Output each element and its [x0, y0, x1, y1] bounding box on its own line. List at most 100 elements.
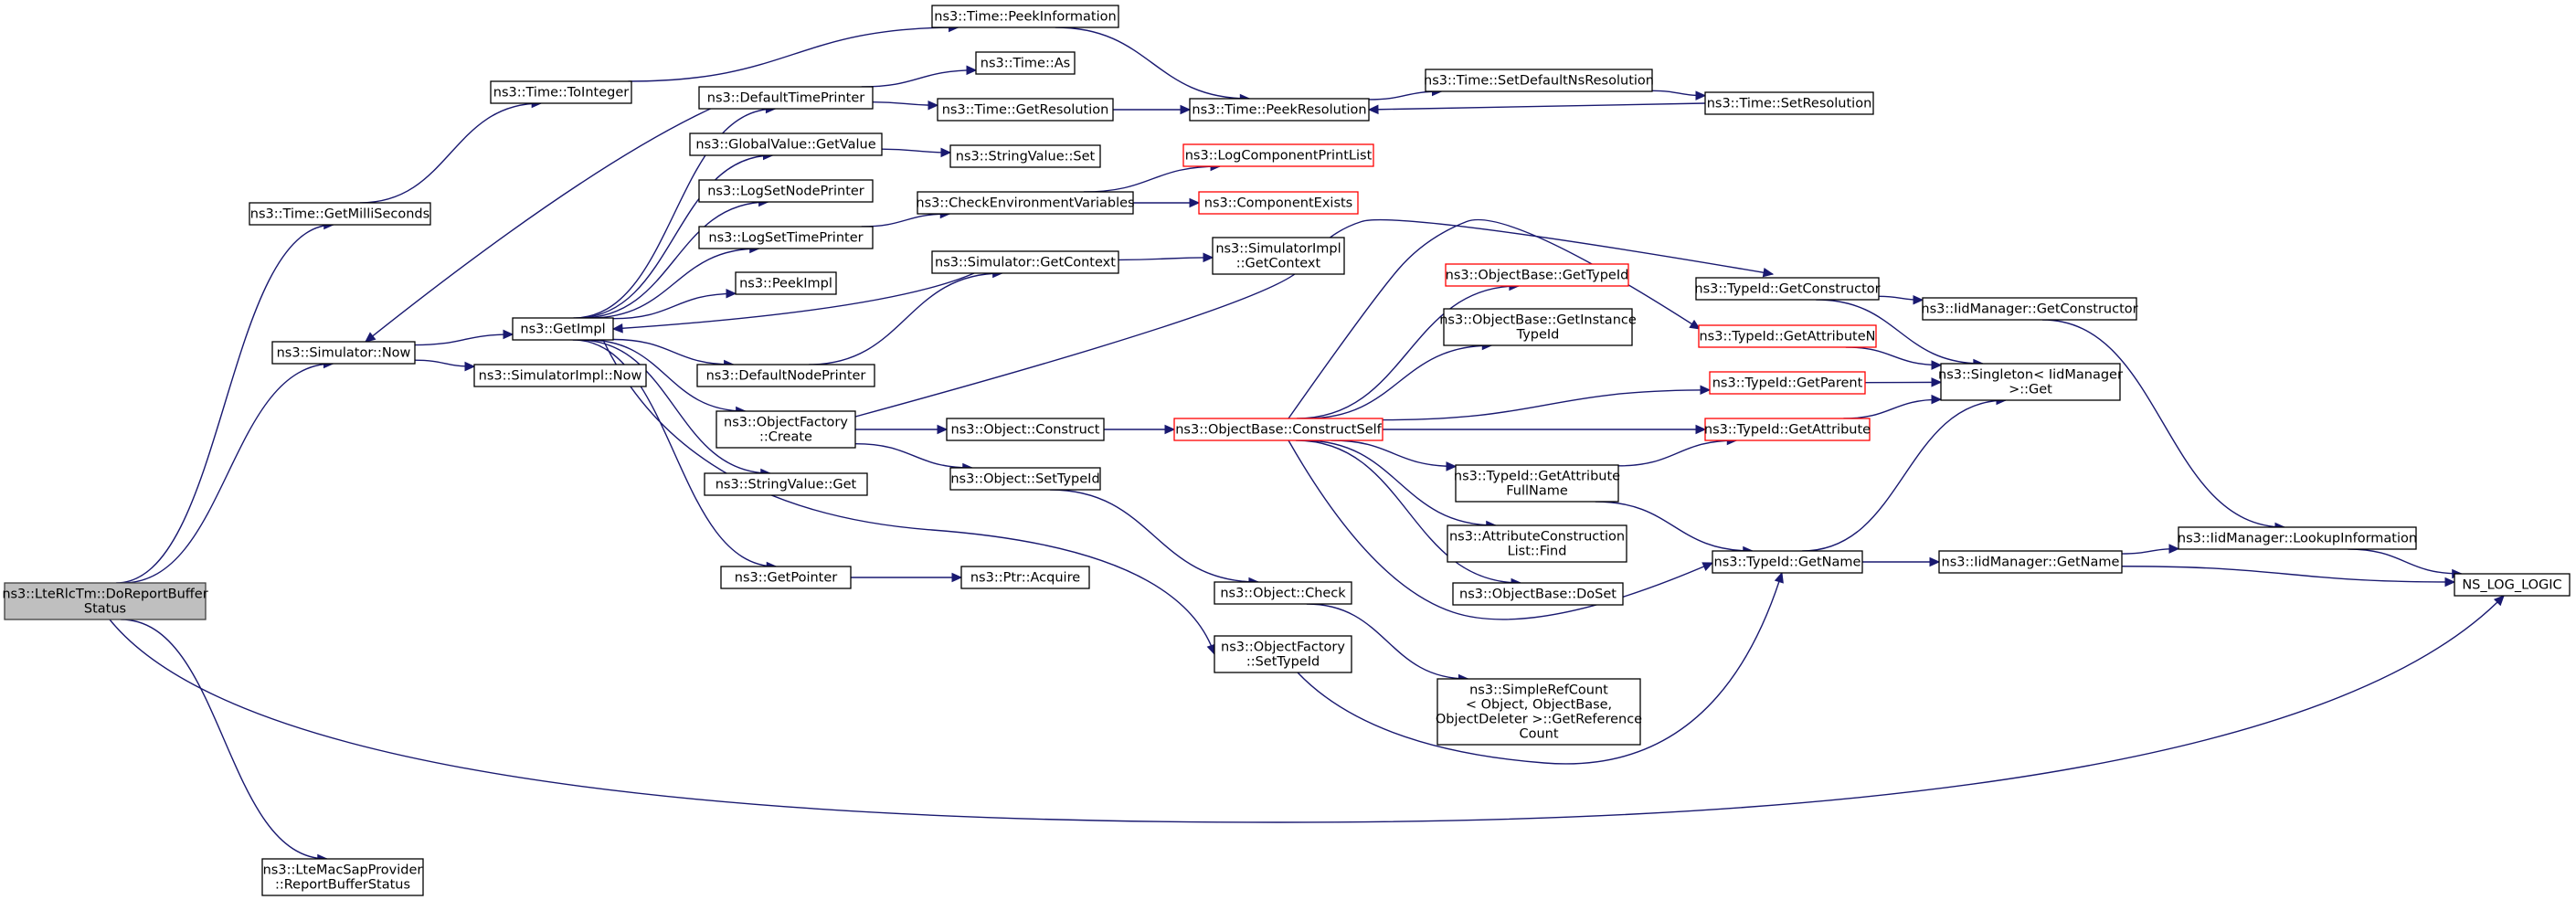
- node-obdoset[interactable]: ns3::ObjectBase::DoSet: [1452, 582, 1624, 606]
- node-getmilli[interactable]: ns3::Time::GetMilliSeconds: [249, 202, 431, 226]
- node-checkenv[interactable]: ns3::CheckEnvironmentVariables: [916, 191, 1135, 215]
- node-box: [1173, 418, 1383, 441]
- node-box: [271, 341, 416, 365]
- node-label: ns3::SimpleRefCount: [1469, 683, 1608, 698]
- node-box: [720, 566, 852, 589]
- node-singletonget[interactable]: ns3::Singleton< IidManager >::Get: [1938, 363, 2123, 401]
- node-box: [4, 582, 207, 620]
- node-simnow[interactable]: ns3::Simulator::Now: [271, 341, 416, 365]
- node-peekres[interactable]: ns3::Time::PeekResolution: [1189, 98, 1370, 122]
- node-label: ns3::DefaultTimePrinter: [707, 91, 864, 106]
- node-tointeger[interactable]: ns3::Time::ToInteger: [490, 80, 632, 104]
- node-tidgetconstructor[interactable]: ns3::TypeId::GetConstructor: [1694, 277, 1881, 301]
- node-tidgetattr[interactable]: ns3::TypeId::GetAttribute: [1704, 418, 1871, 441]
- node-iidgetname[interactable]: ns3::IidManager::GetName: [1938, 550, 2123, 574]
- node-nslog[interactable]: NS_LOG_LOGIC: [2454, 573, 2571, 597]
- node-box: [931, 250, 1119, 274]
- node-svget[interactable]: ns3::StringValue::Get: [704, 472, 868, 496]
- arrowhead: [1164, 424, 1176, 435]
- node-deftimeprinter[interactable]: ns3::DefaultTimePrinter: [698, 86, 874, 110]
- edge-line: [1297, 572, 1783, 765]
- node-defnodeprinter[interactable]: ns3::DefaultNodePrinter: [696, 364, 875, 387]
- node-label: ns3::LteRlcTm::DoReportBuffer: [2, 588, 207, 602]
- node-peekinfo[interactable]: ns3::Time::PeekInformation: [931, 5, 1119, 28]
- node-box: [1940, 363, 2121, 401]
- node-ptracquire[interactable]: ns3::Ptr::Acquire: [960, 566, 1090, 589]
- node-tidgetparent[interactable]: ns3::TypeId::GetParent: [1709, 371, 1866, 395]
- node-ofcreate[interactable]: ns3::ObjectFactory::Create: [716, 410, 856, 449]
- node-ofsettypeid[interactable]: ns3::ObjectFactory::SetTypeId: [1214, 635, 1352, 673]
- edge-line: [1050, 489, 1258, 583]
- node-tidgetname[interactable]: ns3::TypeId::GetName: [1712, 550, 1863, 574]
- node-label: ns3::GetPointer: [735, 571, 838, 586]
- node-box: [1938, 550, 2123, 574]
- arrowhead: [2168, 544, 2180, 554]
- node-timesetres[interactable]: ns3::Time::SetResolution: [1704, 91, 1874, 115]
- node-getimpl[interactable]: ns3::GetImpl: [512, 317, 614, 341]
- edge-line: [628, 26, 959, 82]
- node-obconstructself[interactable]: ns3::ObjectBase::ConstructSelf: [1173, 418, 1383, 441]
- node-box: [1214, 581, 1352, 605]
- edge-doreport-to-getmilli: [116, 219, 334, 584]
- node-box: [1189, 98, 1370, 122]
- node-label: ns3::Time::ToInteger: [493, 86, 629, 101]
- arrowhead: [365, 332, 376, 343]
- edge-line: [359, 102, 542, 204]
- node-compexists[interactable]: ns3::ComponentExists: [1198, 191, 1359, 215]
- edge-line: [1845, 346, 1942, 366]
- node-timeas[interactable]: ns3::Time::As: [975, 51, 1076, 75]
- edge-doreport-to-reportbs: [121, 619, 328, 864]
- node-simgetctx[interactable]: ns3::Simulator::GetContext: [931, 250, 1119, 274]
- node-setdefaultns[interactable]: ns3::Time::SetDefaultNsResolution: [1424, 69, 1654, 92]
- node-label: ns3::GlobalValue::GetValue: [695, 138, 875, 153]
- node-tidgetattrn[interactable]: ns3::TypeId::GetAttributeN: [1698, 324, 1877, 348]
- edge-gvgetvalue-to-svset: [881, 147, 952, 158]
- arrowhead: [1446, 461, 1458, 471]
- node-gvgetvalue[interactable]: ns3::GlobalValue::GetValue: [689, 132, 883, 156]
- node-box: [1443, 308, 1633, 346]
- node-label: ns3::DefaultNodePrinter: [706, 369, 866, 384]
- node-simplerefcount[interactable]: ns3::SimpleRefCount< Object, ObjectBase,…: [1436, 678, 1642, 746]
- node-label: ns3::ObjectFactory: [1221, 641, 1345, 655]
- edge-line: [1303, 439, 1496, 526]
- node-peekimpl[interactable]: ns3::PeekImpl: [735, 271, 837, 295]
- node-logsettime[interactable]: ns3::LogSetTimePrinter: [698, 226, 874, 249]
- node-simimplnow[interactable]: ns3::SimulatorImpl::Now: [473, 364, 647, 387]
- node-reportbs[interactable]: ns3::LteMacSapProvider::ReportBufferStat…: [261, 858, 424, 896]
- edge-line: [1306, 603, 1468, 680]
- edge-line: [1617, 439, 1737, 467]
- node-simimplgetctx[interactable]: ns3::SimulatorImpl::GetContext: [1212, 237, 1345, 275]
- node-box: [949, 144, 1101, 168]
- node-getpointer[interactable]: ns3::GetPointer: [720, 566, 852, 589]
- edge-line: [1297, 285, 1519, 419]
- node-svset[interactable]: ns3::StringValue::Set: [949, 144, 1101, 168]
- node-iidlookup[interactable]: ns3::IidManager::LookupInformation: [2178, 526, 2417, 550]
- node-timegetres[interactable]: ns3::Time::GetResolution: [937, 98, 1114, 122]
- node-objcheck[interactable]: ns3::Object::Check: [1214, 581, 1352, 605]
- node-objsettypeid[interactable]: ns3::Object::SetTypeId: [949, 467, 1101, 491]
- edge-line: [1816, 299, 1983, 365]
- edge-iidgetname-to-nslog: [2121, 566, 2456, 588]
- node-logsetnode[interactable]: ns3::LogSetNodePrinter: [698, 179, 874, 203]
- edge-iidlookup-to-nslog: [2348, 548, 2463, 579]
- node-objconstruct[interactable]: ns3::Object::Construct: [946, 418, 1105, 441]
- node-box: [2454, 573, 2571, 597]
- node-box: [735, 271, 837, 295]
- edge-deftimeprinter-to-timeas: [861, 65, 978, 88]
- node-box: [1436, 678, 1641, 746]
- edge-objconstruct-to-obconstructself: [1104, 424, 1176, 435]
- node-logcompprint[interactable]: ns3::LogComponentPrintList: [1182, 143, 1374, 167]
- arrowhead: [1367, 104, 1379, 115]
- node-box: [473, 364, 647, 387]
- arrowhead: [1913, 295, 1924, 305]
- arrowhead: [951, 572, 963, 583]
- node-iidgetconstructor[interactable]: ns3::IidManager::GetConstructor: [1921, 297, 2138, 321]
- node-box: [1198, 191, 1359, 215]
- node-label: ns3::Time::PeekInformation: [934, 10, 1116, 25]
- node-box: [249, 202, 431, 226]
- node-obgettypeid[interactable]: ns3::ObjectBase::GetTypeId: [1445, 263, 1629, 287]
